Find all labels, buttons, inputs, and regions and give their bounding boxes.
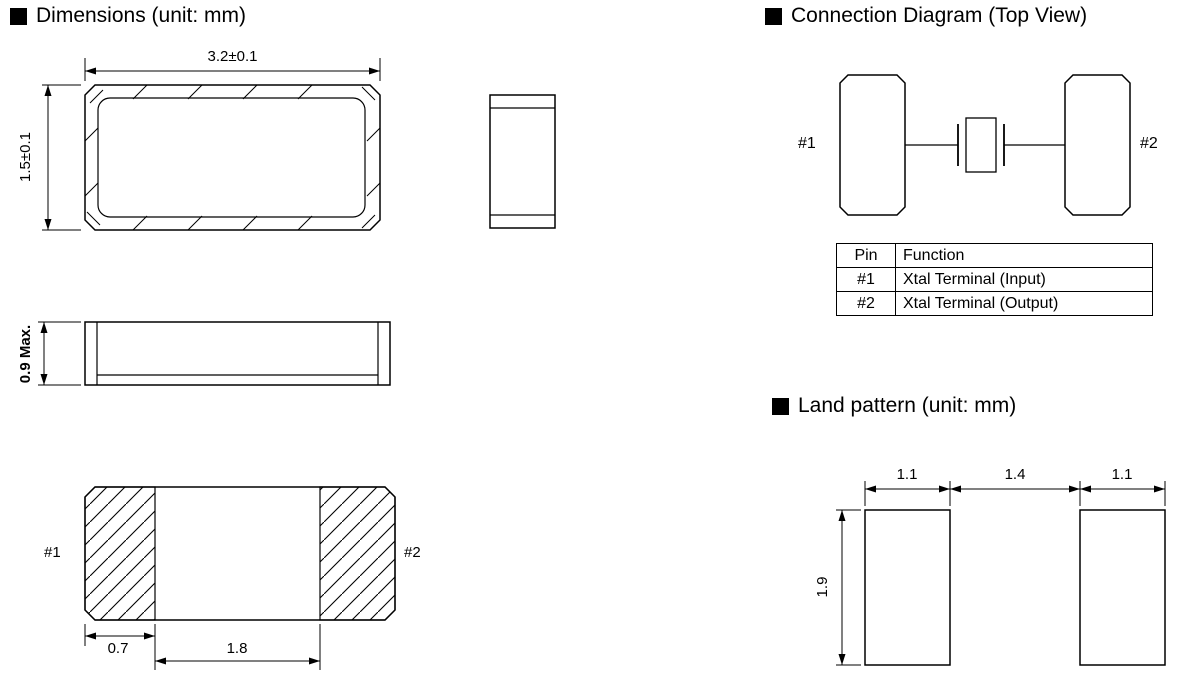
pin2-function-cell: Xtal Terminal (Output) xyxy=(895,291,1153,316)
arrow-left-icon xyxy=(1080,485,1091,493)
arrow-right-icon xyxy=(939,485,950,493)
table-row: #2 Xtal Terminal (Output) xyxy=(836,291,1153,316)
land-pad-right xyxy=(1079,509,1166,666)
side-height-label: 0.9 Max. xyxy=(17,324,34,384)
table-row: #1 Xtal Terminal (Input) xyxy=(836,267,1153,292)
land-dim-gap-label: 1.4 xyxy=(1004,466,1026,483)
section-marker-icon xyxy=(765,7,782,25)
bottom-view-dimensions xyxy=(84,624,321,670)
land-pattern-drawing xyxy=(864,509,1166,666)
conn-pin2-label: #2 xyxy=(1140,135,1158,152)
arrow-up-icon xyxy=(40,322,48,333)
side-view-front-drawing xyxy=(84,321,391,386)
land-pattern-title-text: Land pattern (unit: mm) xyxy=(798,394,1017,417)
conn-pin1-label: #1 xyxy=(798,135,816,152)
arrow-right-icon xyxy=(1069,485,1080,493)
arrow-down-icon xyxy=(838,654,846,665)
side-height-dimension xyxy=(38,321,81,386)
arrow-left-icon xyxy=(950,485,961,493)
pad-1 xyxy=(84,486,156,621)
land-dim-left-label: 1.1 xyxy=(896,466,918,483)
arrow-right-icon xyxy=(309,657,320,665)
bottom-view-drawing xyxy=(84,486,396,621)
top-width-dimension xyxy=(84,58,381,81)
connection-section-title: Connection Diagram (Top View) xyxy=(765,4,1087,28)
top-view-drawing xyxy=(84,84,381,231)
top-height-dimension xyxy=(42,84,81,231)
section-marker-icon xyxy=(10,7,27,25)
pin-function-table: Pin Function #1 Xtal Terminal (Input) #2… xyxy=(836,243,1153,316)
package-outline xyxy=(84,84,381,231)
terminal-2 xyxy=(1064,74,1131,216)
arrow-right-icon xyxy=(1154,485,1165,493)
dimensions-section-title: Dimensions (unit: mm) xyxy=(10,4,246,28)
pin-header-cell: Pin xyxy=(836,243,896,268)
pad-2 xyxy=(319,486,396,621)
terminal-1 xyxy=(839,74,906,216)
arrow-right-icon xyxy=(144,632,155,640)
land-pad-left xyxy=(864,509,951,666)
arrow-down-icon xyxy=(40,374,48,385)
arrow-up-icon xyxy=(838,510,846,521)
land-pattern-dimensions xyxy=(836,481,1166,666)
crystal-symbol xyxy=(905,117,1065,173)
land-pattern-section-title: Land pattern (unit: mm) xyxy=(772,394,1016,418)
pin1-cell: #1 xyxy=(836,267,896,292)
side-view-end-drawing xyxy=(489,94,556,229)
arrow-left-icon xyxy=(85,632,96,640)
section-marker-icon xyxy=(772,397,789,415)
bottom-pin1-label: #1 xyxy=(44,544,61,561)
table-header-row: Pin Function xyxy=(836,243,1153,268)
pad-width-label: 0.7 xyxy=(107,640,129,657)
pin2-cell: #2 xyxy=(836,291,896,316)
arrow-left-icon xyxy=(865,485,876,493)
arrow-down-icon xyxy=(44,219,52,230)
cavity-outline xyxy=(97,97,366,218)
land-height-label: 1.9 xyxy=(814,576,831,598)
pad-gap-label: 1.8 xyxy=(226,640,248,657)
connection-diagram-drawing xyxy=(839,74,1131,216)
arrow-left-icon xyxy=(155,657,166,665)
arrow-right-icon xyxy=(369,67,380,75)
bottom-pin2-label: #2 xyxy=(404,544,421,561)
land-dim-right-label: 1.1 xyxy=(1111,466,1133,483)
top-width-label: 3.2±0.1 xyxy=(207,48,258,65)
arrow-up-icon xyxy=(44,85,52,96)
connection-title-text: Connection Diagram (Top View) xyxy=(791,4,1088,27)
seal-hatch-ticks xyxy=(84,84,381,231)
pin1-function-cell: Xtal Terminal (Input) xyxy=(895,267,1153,292)
function-header-cell: Function xyxy=(895,243,1153,268)
arrow-left-icon xyxy=(85,67,96,75)
top-height-label: 1.5±0.1 xyxy=(17,132,34,182)
dimensions-title-text: Dimensions (unit: mm) xyxy=(36,4,247,27)
